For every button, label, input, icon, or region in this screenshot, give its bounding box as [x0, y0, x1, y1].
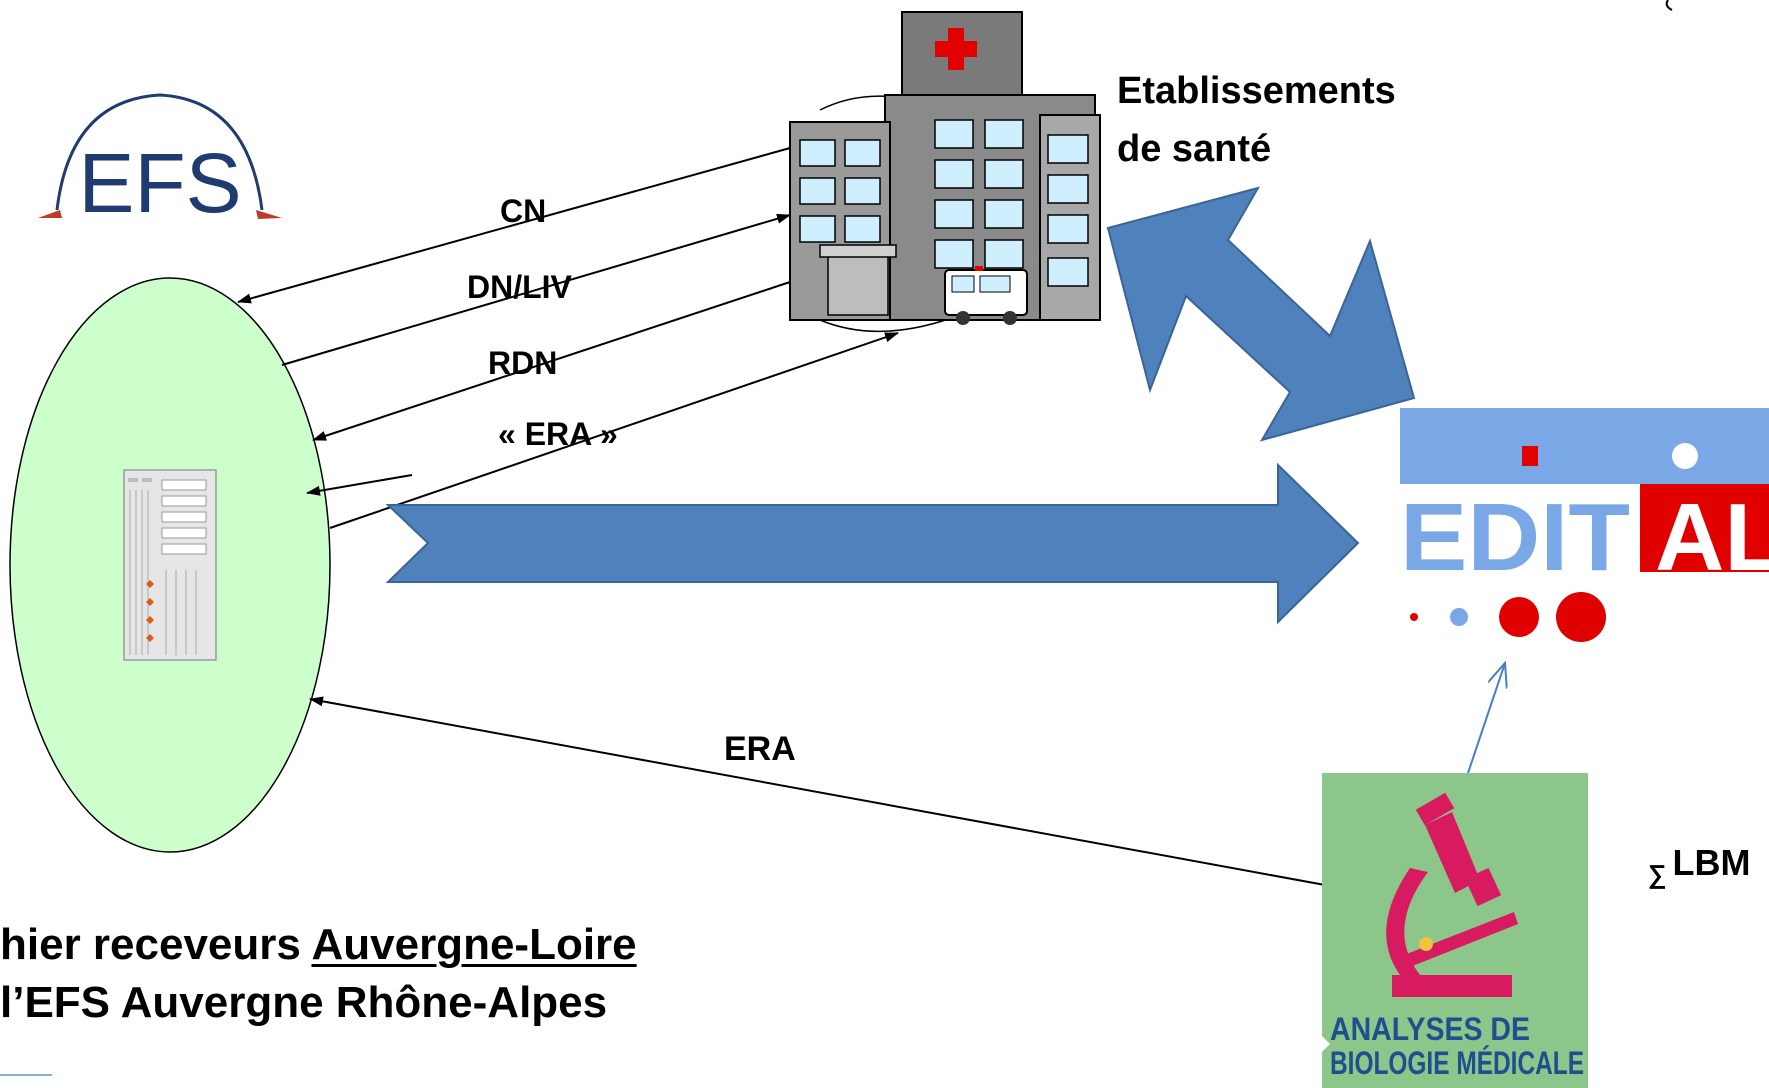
label-cn: CN [500, 193, 546, 229]
sum-symbol: ∑ [1648, 859, 1667, 889]
server-icon [123, 469, 217, 661]
arrow-lab-to-editlab [1467, 663, 1505, 774]
caption-line1-underlined: Auvergne-Loire [311, 920, 637, 969]
corner-mark [1665, 0, 1673, 11]
arrow-cn [237, 147, 791, 304]
lbm-text: LBM [1672, 842, 1751, 883]
hospital-icon [789, 11, 1101, 333]
microscope-icon [1386, 792, 1518, 997]
efs-logo: EFS [38, 93, 282, 230]
arrow-dn-liv [281, 213, 791, 366]
editlab-logo: EDIT AL [1400, 408, 1769, 642]
arrow-era-from-db [306, 474, 413, 496]
caption-line1: hier receveurs Auvergne-Loire [0, 920, 637, 970]
caption-line2: l’EFS Auvergne Rhône-Alpes [0, 978, 608, 1027]
editlab-text-edit: EDIT [1400, 484, 1630, 591]
establishments-label-line1: Etablissements [1117, 70, 1396, 112]
label-rdn: RDN [488, 345, 557, 381]
label-era-quoted: « ERA » [498, 416, 618, 452]
lab-logo-line1: ANALYSES DE [1330, 1011, 1530, 1047]
editlab-text-al: AL [1655, 484, 1769, 591]
arrow-rdn [312, 281, 791, 441]
caption-line1-prefix: hier receveurs [0, 920, 312, 969]
lab-logo-line2: BIOLOGIE MÉDICALE [1330, 1045, 1584, 1081]
label-dn-liv: DN/LIV [467, 269, 573, 305]
flow-arrows [237, 147, 1326, 886]
double-arrow-shape [1106, 186, 1416, 442]
lbm-label: ∑LBM [1648, 842, 1751, 889]
arrow-era-quoted [329, 332, 899, 529]
arrow-to-editlab [385, 462, 1360, 625]
establishments-label: Etablissements de santé [1117, 62, 1396, 178]
establishments-label-line2: de santé [1117, 128, 1272, 170]
efs-logo-text: EFS [78, 136, 241, 230]
lab-logo: ANALYSES DE BIOLOGIE MÉDICALE [1322, 773, 1588, 1088]
label-era: ERA [724, 730, 796, 768]
arrow-era [309, 696, 1326, 886]
